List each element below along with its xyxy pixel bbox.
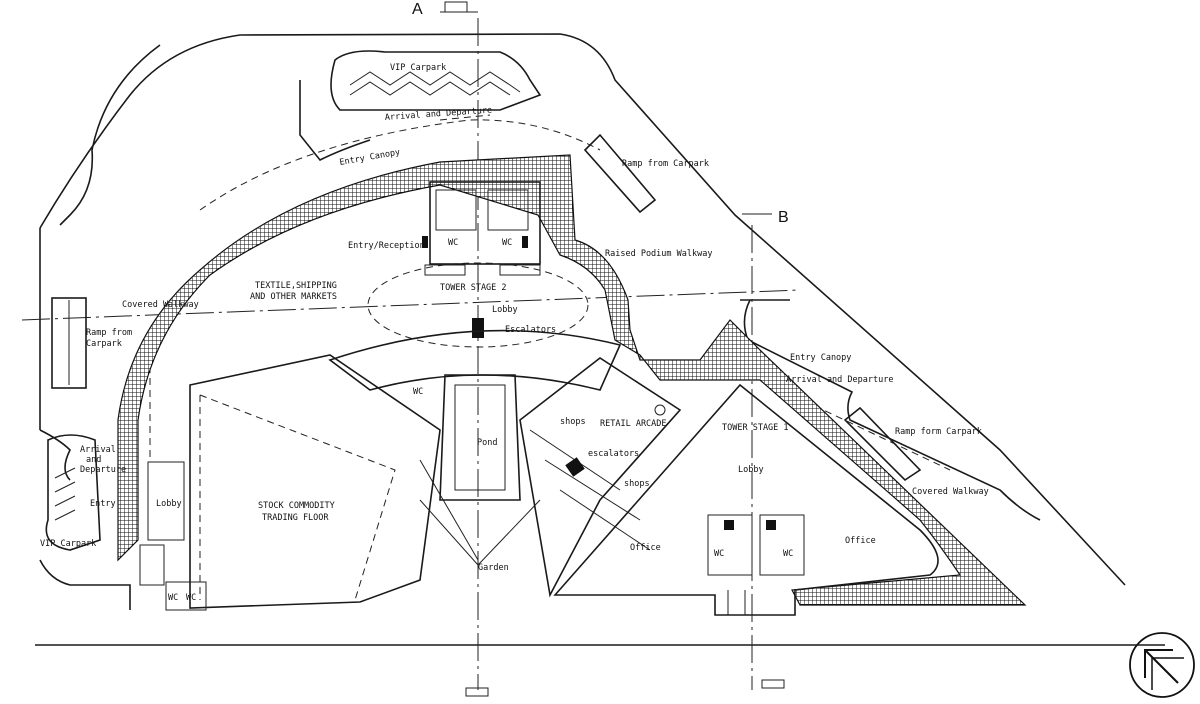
label-ramp-form-carpark: Ramp form Carpark bbox=[895, 427, 982, 437]
section-marker-b: B bbox=[778, 209, 789, 226]
axis-lines bbox=[21, 1, 801, 697]
label-arrival-departure-right: Arrival and Departure bbox=[786, 375, 893, 385]
label-escalators-upper: Escalators bbox=[505, 325, 556, 335]
section-marker-a: A bbox=[412, 1, 423, 18]
pond-garden bbox=[419, 374, 541, 566]
ramps bbox=[51, 133, 922, 482]
label-wc-4: WC bbox=[714, 549, 724, 559]
label-escalators-lower: escalators bbox=[588, 449, 639, 459]
label-stock-trading-line2: TRADING FLOOR bbox=[262, 513, 329, 523]
tower-stage-1 bbox=[553, 383, 939, 616]
label-arrival-left-line2: and bbox=[86, 455, 101, 465]
label-ramp-from-left-line2: Carpark bbox=[86, 339, 122, 349]
label-garden: Garden bbox=[478, 563, 509, 573]
retail-arcade bbox=[519, 357, 682, 598]
label-wc-2: WC bbox=[502, 238, 512, 248]
label-arrival-left-line1: Arrival bbox=[80, 445, 116, 455]
label-retail-arcade: RETAIL ARCADE bbox=[600, 419, 667, 429]
label-lobby-lower: Lobby bbox=[738, 465, 764, 475]
label-entry-left: Entry bbox=[90, 499, 116, 509]
label-covered-walkway-left: Covered Walkway bbox=[122, 300, 199, 310]
label-office-right: Office bbox=[845, 536, 876, 546]
label-pond: Pond bbox=[477, 438, 497, 448]
car-parking bbox=[45, 71, 521, 551]
label-lobby-left: Lobby bbox=[156, 499, 182, 509]
label-entry-reception: Entry/Reception bbox=[348, 241, 425, 251]
label-entry-canopy-top: Entry Canopy bbox=[339, 147, 401, 168]
label-textile-markets-line2: AND OTHER MARKETS bbox=[250, 292, 337, 302]
label-office-left: Office bbox=[630, 543, 661, 553]
label-ramp-from-carpark-top: Ramp from Carpark bbox=[622, 159, 709, 169]
label-wc-3: WC bbox=[413, 387, 423, 397]
label-raised-podium-walkway: Raised Podium Walkway bbox=[605, 249, 712, 259]
label-vip-carpark-left: VIP Carpark bbox=[40, 539, 96, 549]
label-lobby-upper: Lobby bbox=[492, 305, 518, 315]
label-entry-canopy-right: Entry Canopy bbox=[790, 353, 851, 363]
raised-podium-walkway bbox=[117, 154, 1027, 606]
tower-stage-2 bbox=[328, 181, 622, 391]
label-wc-5: WC bbox=[783, 549, 793, 559]
site-boundary bbox=[39, 33, 1126, 610]
label-shops-2: shops bbox=[624, 479, 650, 489]
label-textile-markets-line1: TEXTILE,SHIPPING bbox=[255, 281, 337, 291]
label-shops-1: shops bbox=[560, 417, 586, 427]
label-arrival-left-line3: Departure bbox=[80, 465, 126, 475]
label-tower-stage-1: TOWER STAGE 1 bbox=[722, 423, 789, 433]
label-wc-6: WC bbox=[168, 593, 178, 603]
label-covered-walkway-right: Covered Walkway bbox=[912, 487, 989, 497]
label-wc-7: WC bbox=[186, 593, 196, 603]
label-ramp-from-left-line1: Ramp from bbox=[86, 328, 132, 338]
label-stock-trading-line1: STOCK COMMODITY bbox=[258, 501, 335, 511]
label-vip-carpark-top: VIP Carpark bbox=[390, 63, 446, 73]
label-tower-stage-2: TOWER STAGE 2 bbox=[440, 283, 507, 293]
label-wc-1: WC bbox=[448, 238, 458, 248]
trading-floor bbox=[139, 354, 441, 611]
north-arrow-icon bbox=[1129, 632, 1195, 698]
arrival-routes bbox=[149, 114, 951, 471]
